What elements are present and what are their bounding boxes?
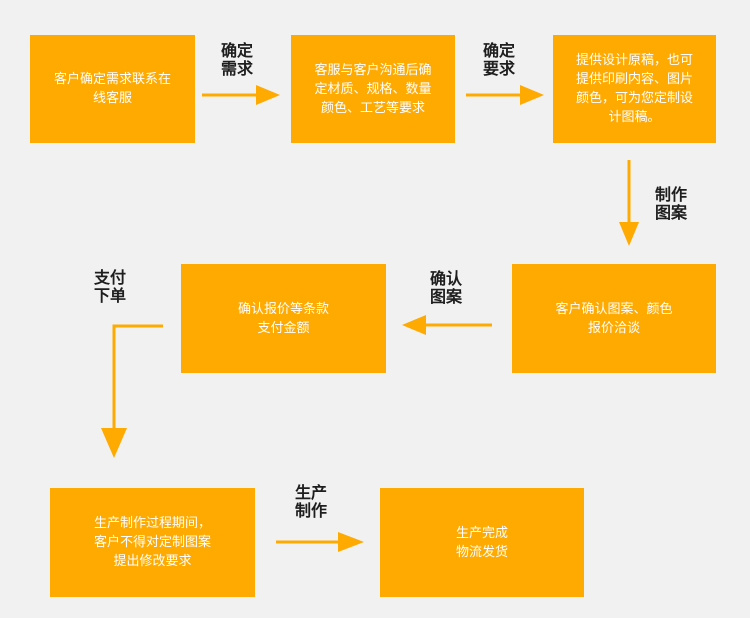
arrow-s5-s6 <box>101 324 163 458</box>
arrow-label-pay-order: 支付 下单 <box>94 268 127 305</box>
arrow-label-production: 生产 制作 <box>295 483 328 520</box>
arrow-s4-s5 <box>402 315 492 335</box>
arrow-label-confirm-pattern: 确认 图案 <box>430 269 463 306</box>
step-provide-design-text: 提供设计原稿，也可 提供印刷内容、图片 颜色，可为您定制设 计图稿。 <box>575 53 693 125</box>
step-confirm-payment: 确认报价等条款 支付金额 <box>181 264 386 373</box>
step-confirm-payment-text: 确认报价等条款 支付金额 <box>237 301 329 336</box>
step-contact-service-text: 客户确定需求联系在 线客服 <box>53 72 171 106</box>
arrow-s1-s2 <box>202 85 280 105</box>
step-confirm-pattern: 客户确认图案、颜色 报价洽谈 <box>512 264 716 373</box>
step-confirm-specs-text: 客服与客户沟通后确 定材质、规格、数量 颜色、工艺等要求 <box>314 62 432 116</box>
arrow-label-make-pattern: 制作 图案 <box>655 185 688 222</box>
arrow-s2-s3 <box>466 85 544 105</box>
arrow-label-confirm-needs: 确定 需求 <box>221 41 254 78</box>
step-production: 生产制作过程期间， 客户不得对定制图案 提出修改要求 <box>50 488 255 597</box>
step-production-text: 生产制作过程期间， 客户不得对定制图案 提出修改要求 <box>93 516 211 569</box>
arrow-s3-s4 <box>619 160 639 246</box>
step-provide-design: 提供设计原稿，也可 提供印刷内容、图片 颜色，可为您定制设 计图稿。 <box>553 35 716 143</box>
arrow-s6-s7 <box>276 532 364 552</box>
step-shipping-text: 生产完成 物流发货 <box>455 525 508 560</box>
arrow-label-confirm-requirements: 确定 要求 <box>483 41 516 78</box>
step-confirm-pattern-text: 客户确认图案、颜色 报价洽谈 <box>555 301 673 336</box>
step-shipping: 生产完成 物流发货 <box>380 488 584 597</box>
step-contact-service: 客户确定需求联系在 线客服 <box>30 35 195 143</box>
step-confirm-specs: 客服与客户沟通后确 定材质、规格、数量 颜色、工艺等要求 <box>291 35 455 143</box>
